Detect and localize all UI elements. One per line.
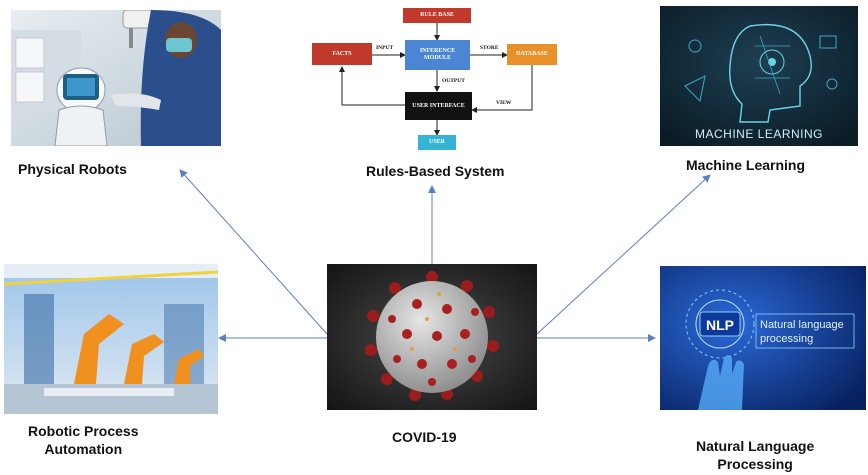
covid-label: COVID-19 [392, 429, 457, 445]
nlp-image-text-line2: processing [760, 333, 813, 345]
rules-based-label: Rules-Based System [366, 163, 505, 179]
medical-robot-photo-icon [11, 10, 221, 146]
nlp-label-line1: Natural Language [696, 438, 815, 454]
rpa-label: Robotic Process Automation [28, 422, 138, 458]
flowchart-connectors [339, 23, 533, 136]
industrial-robot-photo-icon [4, 264, 218, 414]
rpa-label-line2: Automation [44, 441, 123, 457]
nlp-image: NLP Natural language processing [660, 266, 866, 410]
arrow-to-physical-robots [179, 169, 328, 335]
arrow-to-machine-learning [536, 174, 711, 335]
rpa-label-line1: Robotic Process [28, 423, 139, 439]
nlp-badge-text: NLP [706, 317, 734, 333]
inference-module-box: INFERENCE MODULE [405, 40, 470, 70]
store-label: STORE [480, 45, 499, 51]
machine-learning-image: MACHINE LEARNING [660, 6, 858, 146]
inference-label-line1: INFERENCE [419, 48, 456, 54]
physical-robots-image [11, 10, 221, 146]
facts-label: FACTS [332, 50, 352, 57]
input-label: INPUT [376, 45, 394, 51]
facts-box: FACTS [312, 43, 372, 65]
coronavirus-icon [327, 264, 537, 410]
physical-robots-label: Physical Robots [18, 161, 127, 177]
nlp-label-line2: Processing [717, 456, 793, 472]
nlp-hand-photo-icon: NLP Natural language processing [660, 266, 866, 410]
nlp-image-text-line1: Natural language [760, 319, 844, 331]
machine-learning-image-text: MACHINE LEARNING [695, 127, 823, 141]
user-interface-box: USER INTERFACE [405, 92, 472, 120]
database-box: DATABASE [507, 44, 557, 65]
covid-virus-image [327, 264, 537, 410]
rule-base-box: RULE BASE [403, 8, 471, 23]
nlp-label: Natural Language Processing [696, 437, 814, 473]
user-box: USER [418, 135, 456, 150]
inference-label-line2: MODULE [424, 55, 451, 61]
ai-head-photo-icon: MACHINE LEARNING [660, 6, 858, 146]
view-label: VIEW [496, 100, 512, 106]
output-label: OUTPUT [442, 78, 465, 84]
rpa-image [4, 264, 218, 414]
rules-based-flowchart: RULE BASE FACTS INFERENCE MODULE DATABAS… [300, 0, 570, 160]
machine-learning-label: Machine Learning [686, 157, 806, 173]
